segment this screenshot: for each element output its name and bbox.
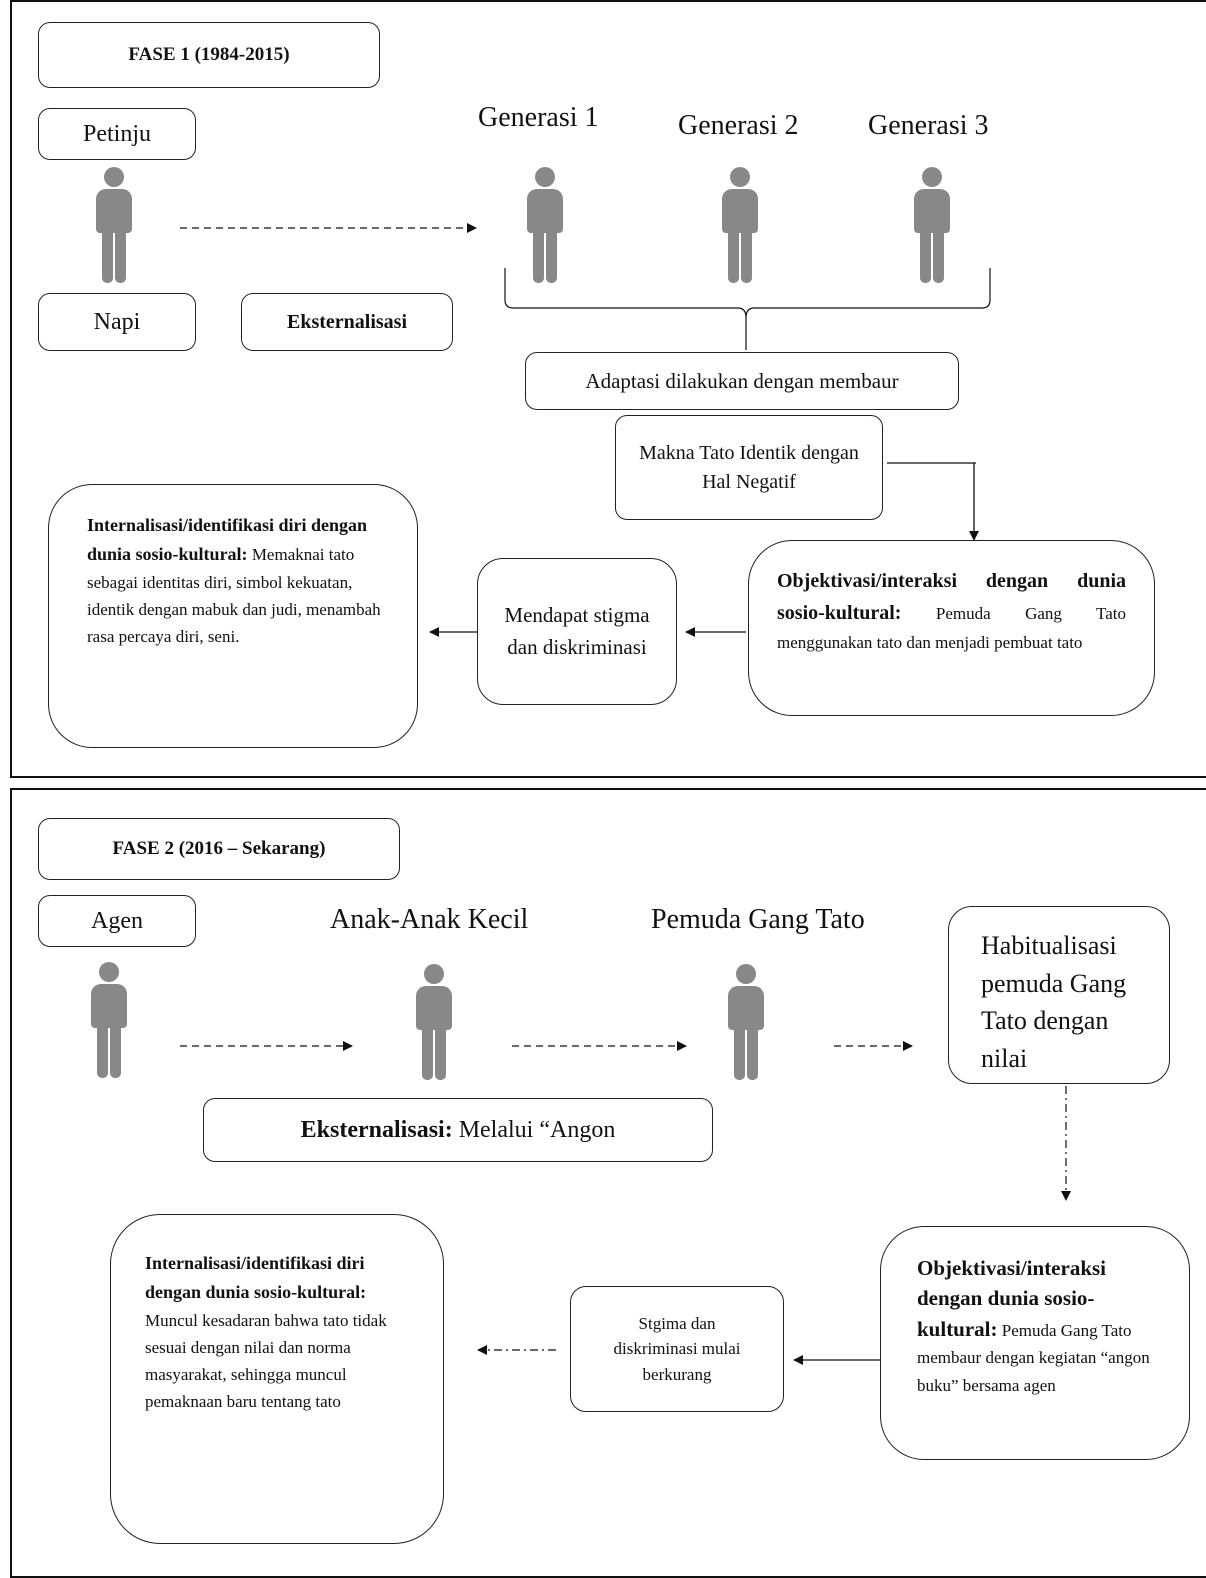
phase1-title: FASE 1 (1984-2015) [128,44,290,65]
phase1-stigma-box: Mendapat stigma dan diskriminasi [477,558,677,705]
phase2-objektivasi-body: Pemuda Gang Tato membaur dengan kegiatan… [917,1320,1150,1395]
petinju-label: Petinju [82,120,151,147]
phase1-internalisasi-body: Memaknai tato sebagai identitas diri, si… [87,544,381,646]
phase2-stigma-label: Stgima dan diskriminasi mulai berkurang [613,1313,741,1384]
phase2-title: FASE 2 (2016 – Sekarang) [112,838,326,859]
phase1-objektivasi-box: Objektivasi/interaksi dengan dunia sosio… [748,540,1155,716]
phase2-eksternalisasi-head: Eksternalisasi: [300,1116,453,1143]
habitualisasi-label: Habitualisasi pemuda Gang Tato dengan ni… [981,931,1127,1074]
phase1-internalisasi-head: Internalisasi/identifikasi diri dengan d… [87,515,368,564]
generation-3-label: Generasi 3 [868,110,989,141]
phase2-objektivasi-box: Objektivasi/interaksi dengan dunia sosio… [880,1226,1190,1460]
generation-1-label: Generasi 1 [478,102,599,133]
agen-box: Agen [38,895,196,947]
generation-2-label: Generasi 2 [678,110,799,141]
person-icon [525,167,565,285]
adaptasi-label: Adaptasi dilakukan dengan membaur [585,368,899,393]
agen-label: Agen [91,907,143,934]
phase1-internalisasi-box: Internalisasi/identifikasi diri dengan d… [48,484,418,748]
phase1-objektivasi-head: Objektivasi/interaksi dengan dunia sosio… [777,570,1126,624]
phase2-internalisasi-head: Internalisasi/identifikasi diri dengan d… [145,1253,367,1302]
phase2-title-box: FASE 2 (2016 – Sekarang) [38,818,400,880]
anak-label: Anak-Anak Kecil [330,904,529,935]
pemuda-label: Pemuda Gang Tato [651,904,865,935]
phase1-stigma-label: Mendapat stigma dan diskriminasi [504,603,650,659]
phase1-objektivasi-body: Pemuda Gang Tato menggunakan tato dan me… [777,604,1127,652]
eksternalisasi-box: Eksternalisasi [241,293,453,351]
person-icon [94,167,134,285]
phase2-objektivasi-head: Objektivasi/interaksi dengan dunia sosio… [917,1256,1107,1341]
makna-box: Makna Tato Identik dengan Hal Negatif [615,415,883,520]
person-icon [89,962,129,1080]
makna-label: Makna Tato Identik dengan Hal Negatif [639,441,859,493]
phase2-internalisasi-box: Internalisasi/identifikasi diri dengan d… [110,1214,444,1544]
petinju-box: Petinju [38,108,196,160]
phase2-eksternalisasi-body: Melalui “Angon [458,1116,616,1143]
person-icon [726,964,766,1082]
phase2-stigma-box: Stgima dan diskriminasi mulai berkurang [570,1286,784,1412]
adaptasi-box: Adaptasi dilakukan dengan membaur [525,352,959,410]
generations-brace [504,268,991,350]
person-icon [414,964,454,1082]
person-icon [912,167,952,285]
habitualisasi-box: Habitualisasi pemuda Gang Tato dengan ni… [948,906,1170,1084]
phase1-panel [10,0,1206,778]
phase2-internalisasi-body: Muncul kesadaran bahwa tato tidak sesuai… [145,1310,387,1412]
phase1-title-box: FASE 1 (1984-2015) [38,22,380,88]
napi-label: Napi [93,308,141,335]
person-icon [720,167,760,285]
eksternalisasi-label: Eksternalisasi [286,310,408,333]
phase2-eksternalisasi-box: Eksternalisasi: Melalui “Angon [203,1098,713,1162]
napi-box: Napi [38,293,196,351]
